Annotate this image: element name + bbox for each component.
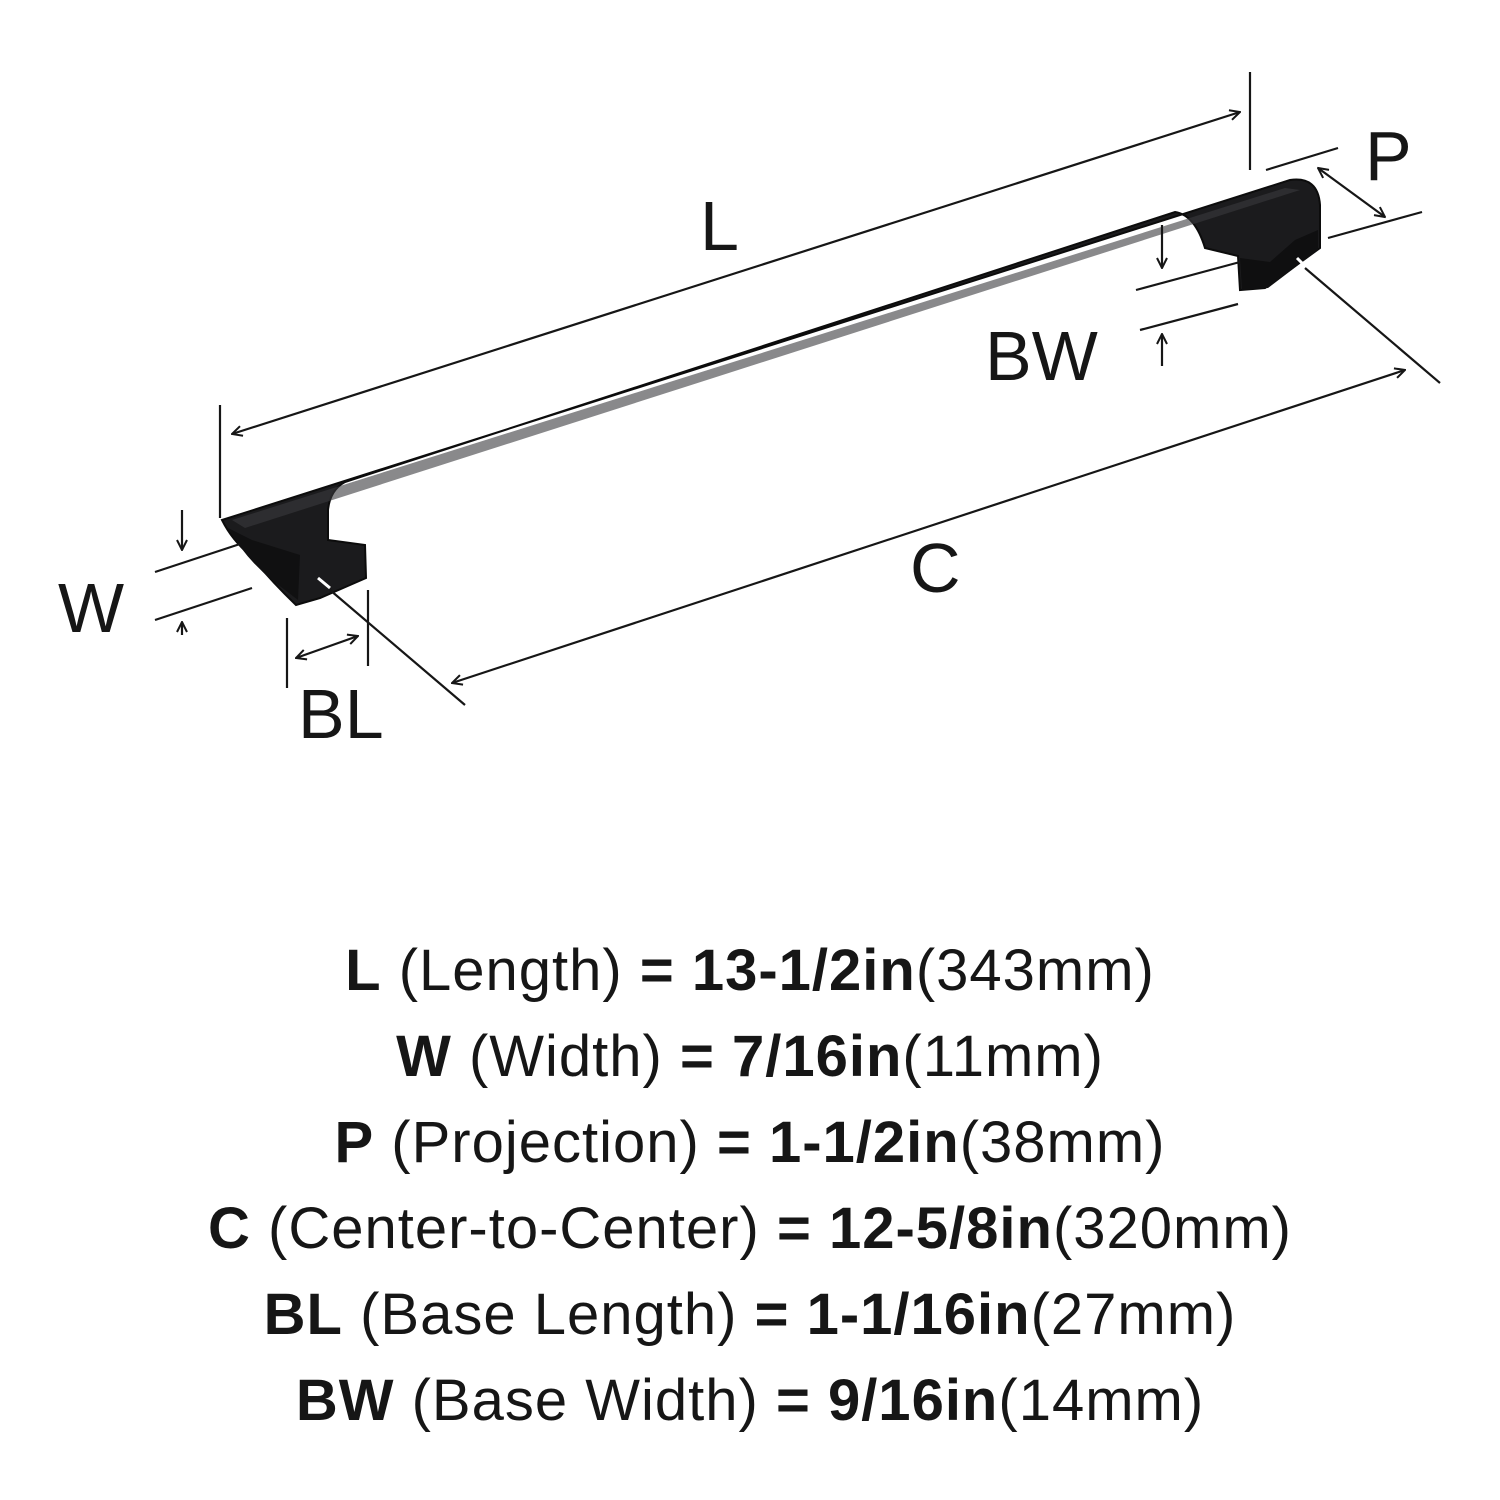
left-mounting-screw [317,576,331,590]
spec-mm: (38mm) [959,1110,1166,1175]
spec-equals: = [775,1368,811,1433]
spec-inches: 12-5/8in [828,1196,1053,1261]
p-extension-bottom [1327,210,1423,240]
spec-row-center-to-center: C (Center-to-Center) = 12-5/8in(320mm) [0,1186,1500,1272]
spec-name: (Base Length) [360,1282,738,1347]
spec-equals: = [639,938,675,1003]
spec-name: (Projection) [391,1110,700,1175]
spec-row-length: L (Length) = 13-1/2in(343mm) [0,928,1500,1014]
spec-inches: 7/16in [731,1024,903,1089]
spec-inches: 1-1/2in [768,1110,960,1175]
spec-equals: = [716,1110,752,1175]
right-mounting-screw [1295,256,1307,268]
spec-row-width: W (Width) = 7/16in(11mm) [0,1014,1500,1100]
spec-row-base-width: BW (Base Width) = 9/16in(14mm) [0,1358,1500,1444]
p-dimension-line [1318,168,1385,217]
left-end-cap [228,528,300,600]
cabinet-pull-handle [220,178,1321,607]
spec-symbol: P [334,1110,375,1175]
specification-list: L (Length) = 13-1/2in(343mm) W (Width) =… [0,928,1500,1444]
c-extension-left [329,589,466,706]
spec-mm: (343mm) [915,938,1155,1003]
label-w: W [58,569,124,647]
l-dimension-line [232,112,1240,434]
handle-bar [220,178,1321,607]
spec-name: (Center-to-Center) [268,1196,760,1261]
right-end-cap [1240,230,1318,290]
spec-symbol: BW [295,1368,395,1433]
spec-name: (Length) [398,938,623,1003]
label-bl: BL [298,675,384,753]
spec-inches: 13-1/2in [691,938,916,1003]
spec-name: (Base Width) [411,1368,759,1433]
w-extension-top [154,542,241,574]
spec-inches: 9/16in [827,1368,999,1433]
dimension-lines [154,72,1441,706]
spec-mm: (320mm) [1052,1196,1292,1261]
spec-row-base-length: BL (Base Length) = 1-1/16in(27mm) [0,1272,1500,1358]
bw-extension-lower [1139,302,1239,332]
spec-mm: (14mm) [998,1368,1205,1433]
spec-symbol: W [396,1024,452,1089]
spec-inches: 1-1/16in [806,1282,1031,1347]
p-extension-top [1265,146,1339,172]
c-dimension-line [452,370,1405,683]
w-extension-bottom [154,586,253,622]
label-p: P [1365,117,1412,195]
label-l: L [700,187,739,265]
spec-equals: = [754,1282,790,1347]
handle-top-face-highlight [232,188,1300,528]
c-extension-right [1304,267,1441,384]
spec-symbol: BL [263,1282,343,1347]
bl-dimension-line [296,636,358,658]
handle-dimension-diagram: L P BW C W BL [58,72,1441,753]
spec-equals: = [776,1196,812,1261]
label-c: C [910,529,961,607]
label-bw: BW [985,317,1098,395]
spec-mm: (11mm) [902,1024,1104,1089]
spec-name: (Width) [468,1024,663,1089]
spec-symbol: L [345,938,382,1003]
spec-symbol: C [208,1196,251,1261]
spec-equals: = [679,1024,715,1089]
spec-mm: (27mm) [1030,1282,1237,1347]
spec-row-projection: P (Projection) = 1-1/2in(38mm) [0,1100,1500,1186]
bw-extension [1135,260,1241,292]
